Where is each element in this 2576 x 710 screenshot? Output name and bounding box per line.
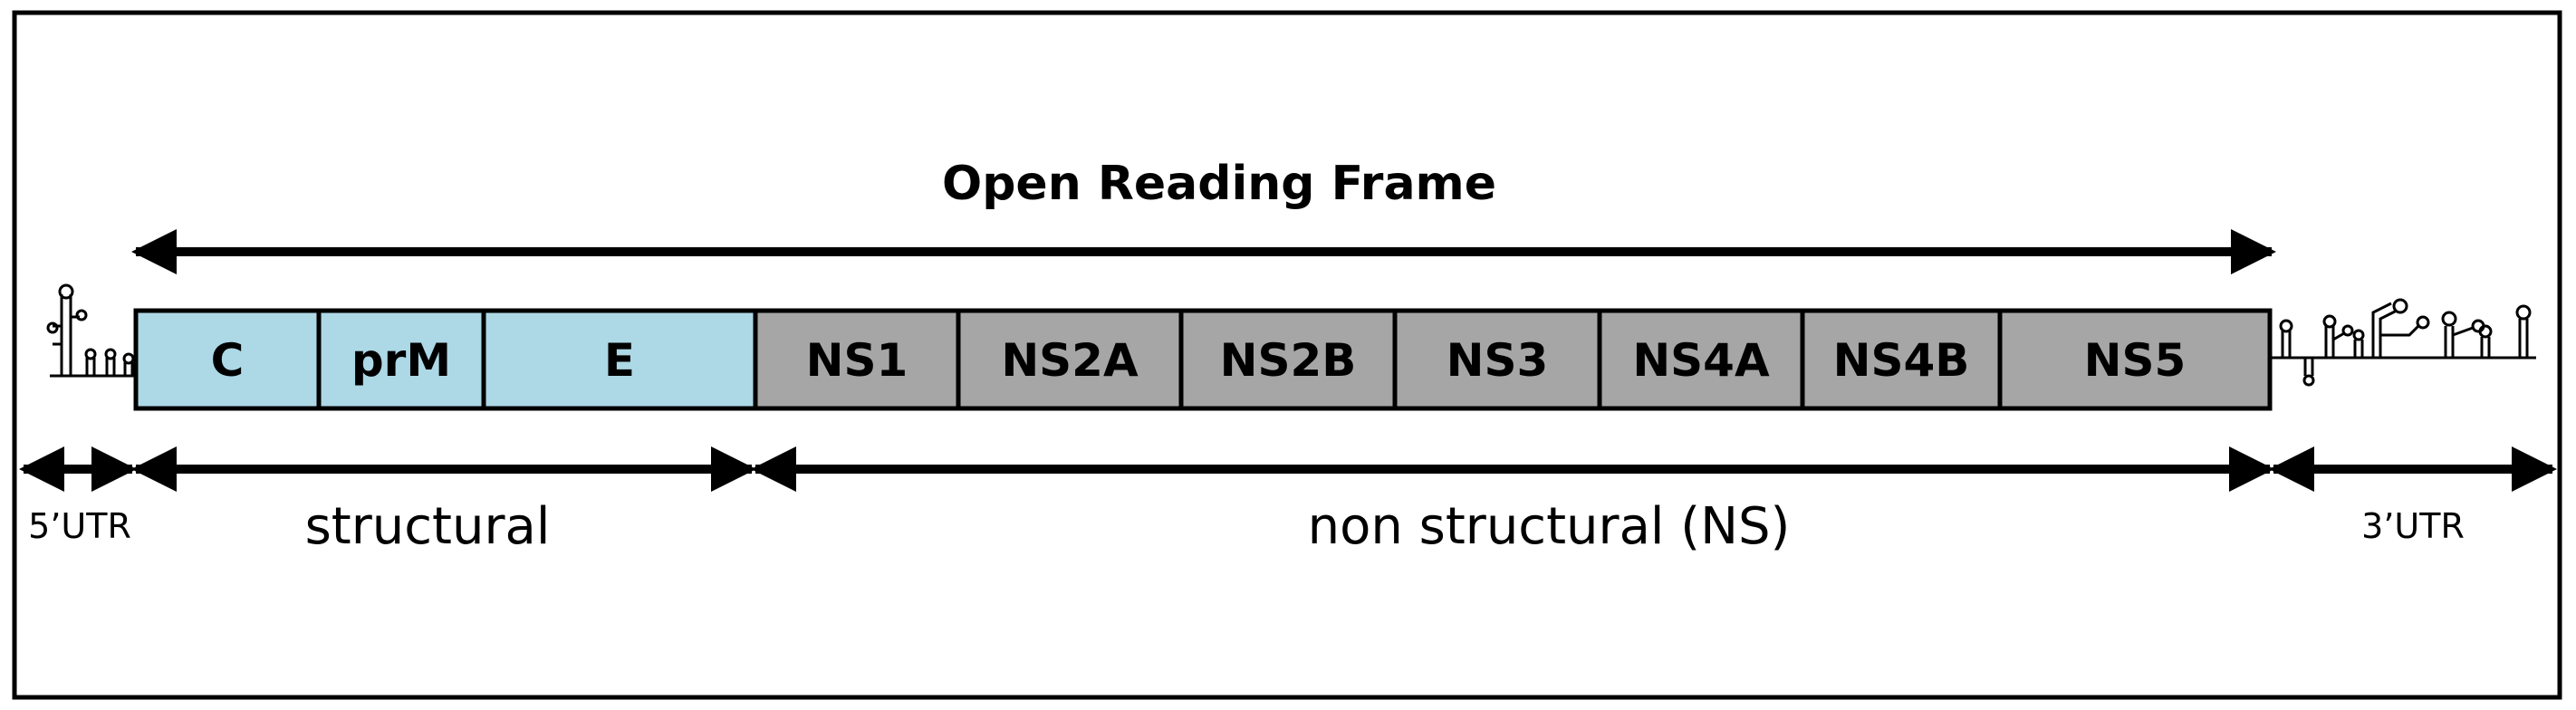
segment-label-ns1: NS1 [806,334,908,387]
utr3-stem-loop-icon [2272,298,2536,387]
segment-label-c: C [211,334,245,387]
segment-label-ns4a: NS4A [1632,334,1770,387]
segment-label-e: E [604,334,635,387]
segment-ns2b [1178,308,1398,411]
segment-label-ns5: NS5 [2084,334,2187,387]
segment-e [481,308,758,411]
segment-ns5 [1997,308,2273,411]
utr5-label: 5’UTR [28,506,131,546]
segment-c [133,308,322,411]
diagram-frame [12,10,2562,700]
segment-ns3 [1392,308,1602,411]
structural-label: structural [305,497,551,556]
segment-label-ns2b: NS2B [1220,334,1357,387]
segment-label-prm: prM [351,334,451,387]
utr3-label: 3’UTR [2361,506,2465,546]
segment-label-ns4b: NS4B [1833,334,1970,387]
segment-ns1 [753,308,961,411]
non-structural-label: non structural (NS) [1308,497,1791,556]
utr5-stem-loop-icon [46,283,136,378]
segment-ns4b [1800,308,2003,411]
orf-title: Open Reading Frame [942,157,1496,211]
segment-ns4a [1597,308,1805,411]
segment-label-ns2a: NS2A [1001,334,1139,387]
segment-label-ns3: NS3 [1447,334,1549,387]
